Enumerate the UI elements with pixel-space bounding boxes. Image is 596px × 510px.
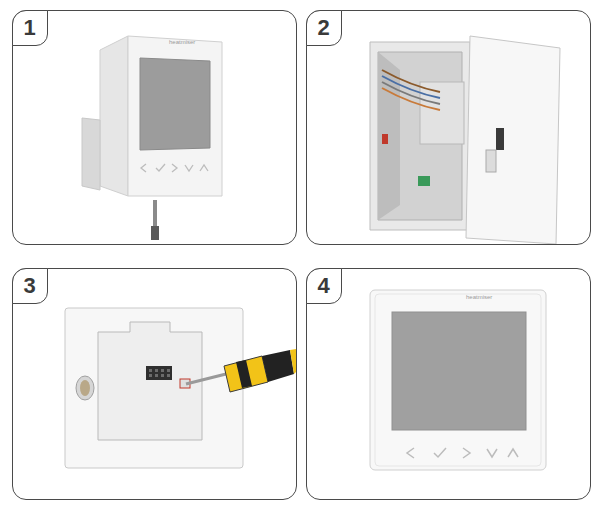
thermostat-side-view: [82, 36, 222, 240]
callout-number: 3: [12, 268, 48, 304]
callout-number: 4: [306, 268, 342, 304]
step-panel: 3: [12, 268, 297, 500]
callout-number: 2: [306, 10, 342, 46]
wall-box: [370, 36, 560, 244]
backplate: [65, 308, 296, 468]
brand-label: heatmiser: [466, 294, 492, 300]
callout-number: 1: [12, 10, 48, 46]
step-panel: 1: [12, 10, 297, 245]
brand-label: heatmiser: [169, 39, 195, 45]
step-panel: 2: [306, 10, 591, 245]
thermostat-front: [370, 290, 546, 470]
step-panel: 4: [306, 268, 591, 500]
